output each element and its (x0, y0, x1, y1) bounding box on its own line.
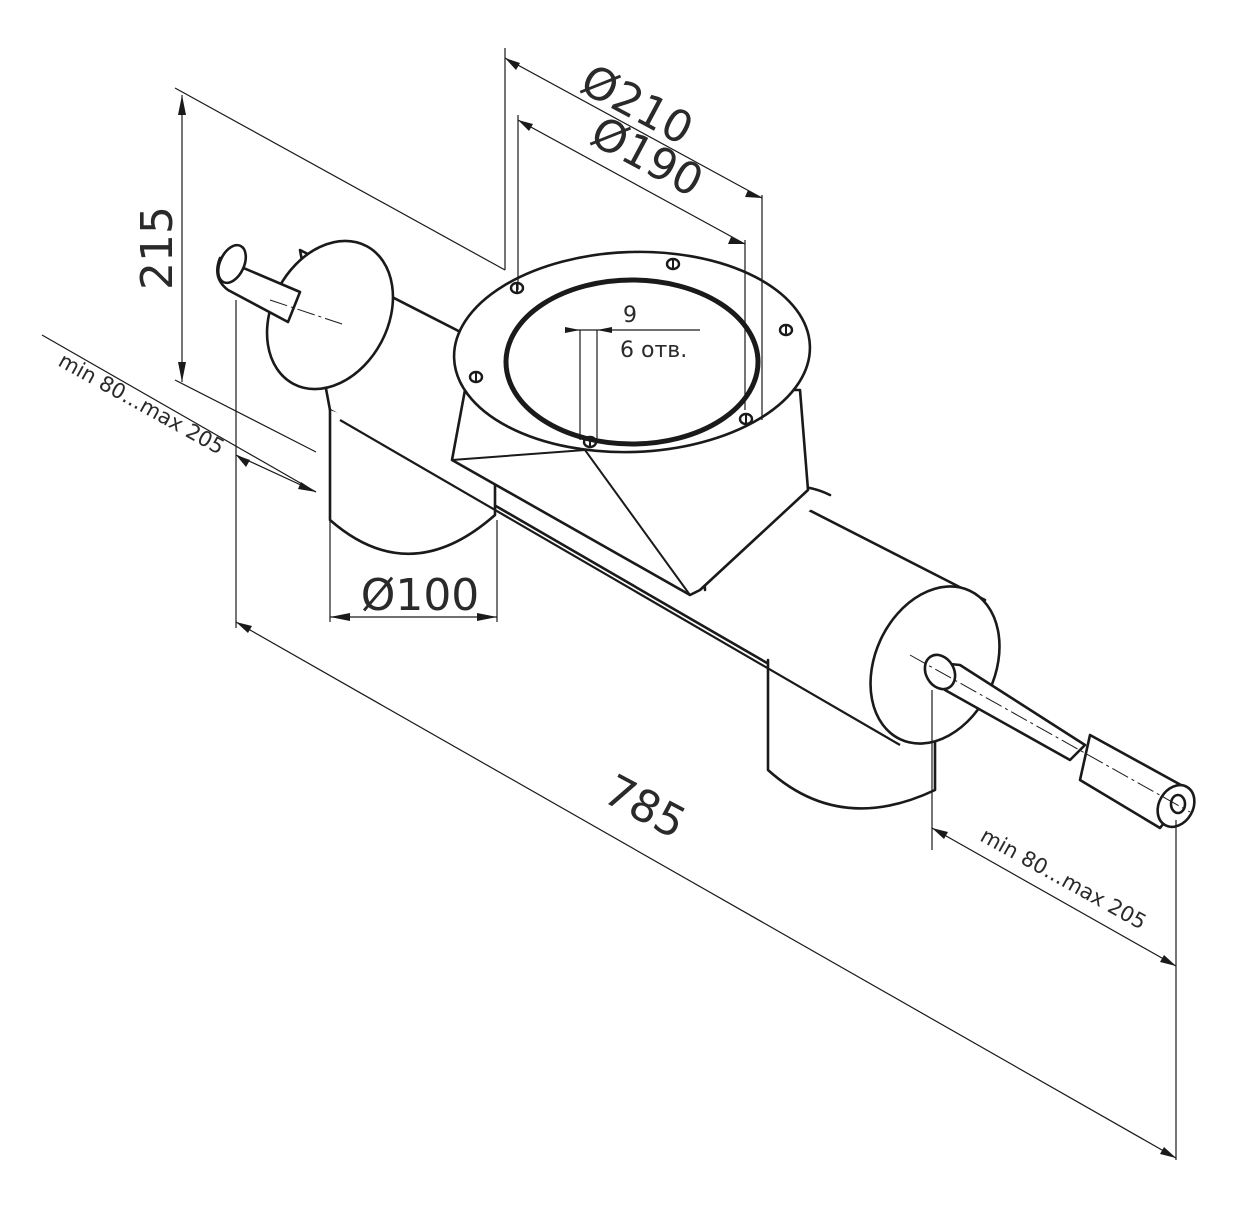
dim-length: 785 (596, 765, 694, 849)
right-outlet-pipe (766, 658, 937, 810)
axis-line (909, 654, 1191, 813)
bolt-hole (665, 257, 681, 271)
dim-outlet-diameter: Ø100 (361, 570, 480, 621)
dim-hole-diameter: 9 (623, 303, 637, 328)
bolt-hole (509, 281, 525, 295)
flange (452, 250, 812, 454)
dim-height: 215 (132, 206, 183, 290)
flange-inner (503, 277, 761, 447)
bolt-hole (468, 370, 484, 384)
dim-hole-count: 6 отв. (620, 338, 687, 363)
dim-rod-right: min 80...max 205 (976, 823, 1150, 934)
bolt-hole (738, 412, 754, 426)
left-outlet-pipe (328, 408, 497, 556)
actuator-rod (923, 653, 1196, 830)
dim-rod-left: min 80...max 205 (54, 348, 228, 459)
bolt-hole (582, 435, 598, 449)
dimension-lines (41, 48, 1177, 1160)
bolt-hole (778, 323, 794, 337)
axis-line (269, 299, 346, 326)
